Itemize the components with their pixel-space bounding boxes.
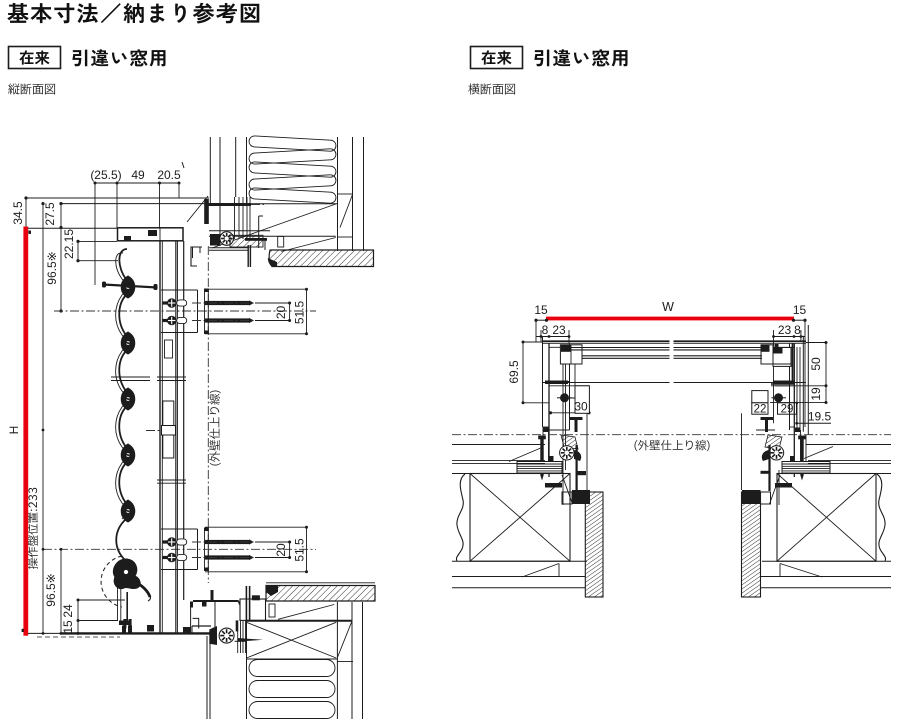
- svg-text:8: 8: [794, 323, 801, 337]
- svg-text:23: 23: [552, 323, 566, 337]
- svg-text:30: 30: [574, 400, 588, 414]
- svg-text:20: 20: [274, 543, 288, 557]
- svg-text:23: 23: [778, 323, 792, 337]
- svg-text:96.5※: 96.5※: [45, 251, 59, 284]
- svg-text:8: 8: [542, 323, 549, 337]
- svg-text:19: 19: [809, 387, 823, 401]
- svg-text:15: 15: [793, 303, 807, 317]
- svg-text:96.5※: 96.5※: [44, 573, 58, 606]
- svg-text:24: 24: [61, 604, 75, 618]
- svg-text:19.5: 19.5: [808, 410, 832, 424]
- svg-text:15: 15: [61, 620, 75, 634]
- svg-text:20: 20: [274, 306, 288, 320]
- svg-text:69.5: 69.5: [507, 360, 521, 384]
- svg-text:22: 22: [754, 403, 767, 415]
- svg-text:(25.5): (25.5): [90, 168, 121, 182]
- svg-text:27.5: 27.5: [43, 202, 57, 226]
- svg-text:H: H: [7, 426, 21, 435]
- svg-text:51.5: 51.5: [292, 538, 306, 562]
- svg-text:50: 50: [809, 357, 823, 371]
- svg-text:49: 49: [131, 168, 145, 182]
- svg-text:34.5: 34.5: [11, 201, 25, 225]
- svg-text:20.5: 20.5: [157, 168, 181, 182]
- svg-text:W: W: [662, 300, 674, 314]
- svg-text:29: 29: [781, 403, 794, 415]
- svg-text:22.15: 22.15: [62, 229, 76, 259]
- svg-text:15: 15: [534, 303, 548, 317]
- svg-text:51.5: 51.5: [292, 300, 306, 324]
